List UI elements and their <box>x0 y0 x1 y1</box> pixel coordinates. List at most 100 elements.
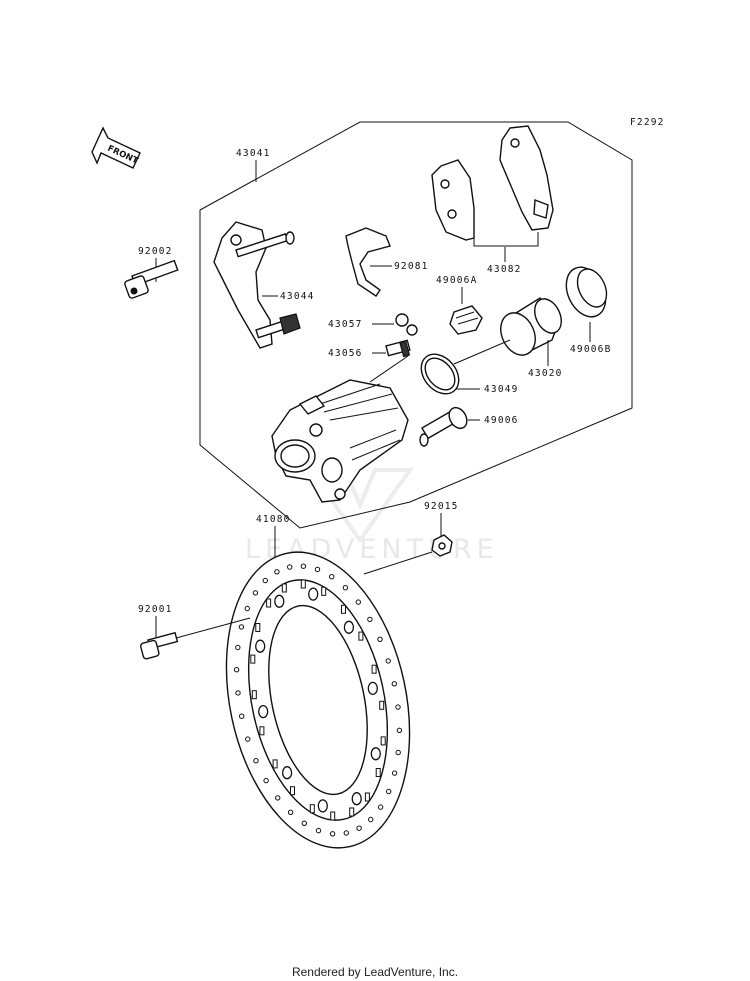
bolt-92001 <box>139 631 179 660</box>
disc-slot <box>300 579 306 589</box>
disc-vent-hole <box>275 795 281 801</box>
pad-spring <box>345 227 391 297</box>
brake-disc <box>225 551 411 849</box>
disc-slot <box>272 759 278 769</box>
disc-vent-hole <box>356 825 362 831</box>
disc-vent-hole <box>235 690 241 696</box>
label-92002: 92002 <box>138 246 173 257</box>
slide-pin-49006 <box>419 406 468 447</box>
disc-holes <box>233 563 403 837</box>
disc-slot <box>309 804 315 814</box>
disc-vent-hole <box>253 758 259 764</box>
watermark: LEADVENTURE <box>245 418 494 565</box>
disc-vent-hole <box>235 644 241 651</box>
disc-mount-hole <box>351 792 362 806</box>
label-43020: 43020 <box>528 368 563 379</box>
disc-vent-hole <box>391 681 397 687</box>
brake-pad-outer <box>499 125 554 231</box>
disc-mount-hole <box>317 799 328 813</box>
disc-vent-hole <box>252 590 259 596</box>
disc-mount-hole <box>281 766 293 780</box>
disc-vent-hole <box>245 736 251 742</box>
disc-vent-hole <box>262 577 268 584</box>
disc-mount-hole <box>367 681 378 696</box>
brake-pad-inner <box>431 159 475 241</box>
disc-mount-hole <box>370 747 381 761</box>
disc-vent-hole <box>367 616 373 623</box>
label-92015: 92015 <box>424 501 459 512</box>
disc-slot <box>358 631 364 641</box>
label-43044: 43044 <box>280 291 315 302</box>
disc-vent-hole <box>396 727 403 733</box>
label-49006: 49006 <box>484 415 519 426</box>
disc-slot <box>251 690 257 700</box>
disc-vent-hole <box>315 827 322 834</box>
disc-slot <box>321 586 327 596</box>
bleeder-cap <box>395 313 418 336</box>
nut-92015 <box>431 534 453 557</box>
disc-vent-hole <box>244 605 251 612</box>
disc-slot <box>255 623 261 632</box>
disc-mount-hole <box>274 594 285 608</box>
disc-vent-hole <box>233 667 240 673</box>
label-43056: 43056 <box>328 348 363 359</box>
label-43082: 43082 <box>487 264 522 275</box>
disc-vent-hole <box>377 636 383 642</box>
disc-slot <box>380 736 386 746</box>
disc-vent-hole <box>314 566 321 573</box>
label-92001: 92001 <box>138 604 173 615</box>
oring-43049 <box>420 353 460 395</box>
disc-vent-hole <box>300 563 307 569</box>
disc-vent-hole <box>342 585 349 591</box>
diagram-code: F2292 <box>630 117 665 128</box>
disc-slot <box>281 583 287 593</box>
disc-slot <box>375 768 381 777</box>
label-49006B: 49006B <box>570 344 612 355</box>
disc-vent-hole <box>395 749 401 756</box>
disc-slot <box>379 700 385 710</box>
bleeder-valve <box>385 339 411 358</box>
caliper-assembly-outline <box>199 121 633 529</box>
label-43049: 43049 <box>484 384 519 395</box>
disc-vent-hole <box>329 574 335 580</box>
front-arrow-icon: FRONT <box>91 126 141 169</box>
disc-vent-hole <box>355 599 361 605</box>
disc-vent-hole <box>239 713 245 719</box>
disc-slot <box>259 726 265 736</box>
footer-credit: Rendered by LeadVenture, Inc. <box>291 965 459 979</box>
disc-vent-hole <box>395 704 401 710</box>
label-43041: 43041 <box>236 148 271 159</box>
disc-vent-hole <box>343 830 349 836</box>
disc-slot <box>266 598 272 608</box>
disc-mount-hole <box>308 587 319 601</box>
disc-vent-hole <box>263 777 269 784</box>
disc-slot <box>250 654 256 664</box>
disc-vent-hole <box>368 816 374 823</box>
disc-vent-hole <box>385 658 391 664</box>
disc-vent-hole <box>391 770 398 776</box>
label-49006A: 49006A <box>436 275 478 286</box>
caliper-body <box>271 379 409 503</box>
disc-vent-hole <box>274 569 280 575</box>
label-43057: 43057 <box>328 319 363 330</box>
bolt-92002 <box>124 259 179 299</box>
piston <box>500 297 562 356</box>
disc-vent-hole <box>377 804 384 810</box>
disc-slot <box>341 604 346 614</box>
disc-mount-hole <box>255 639 266 653</box>
caliper-bracket <box>213 221 301 349</box>
label-92081: 92081 <box>394 261 429 272</box>
disc-vent-hole <box>301 820 307 826</box>
disc-slot <box>371 664 377 674</box>
disc-vent-hole <box>238 624 245 630</box>
disc-vent-hole <box>287 809 294 815</box>
disc-mount-hole <box>258 704 269 719</box>
disc-slot <box>330 811 336 821</box>
label-41080: 41080 <box>256 514 291 525</box>
disc-vent-hole <box>287 564 293 570</box>
disc-mount-hole <box>343 620 355 634</box>
piston-seal-49006B <box>565 266 608 318</box>
disc-slot <box>364 792 370 802</box>
disc-vent-hole <box>329 831 336 837</box>
